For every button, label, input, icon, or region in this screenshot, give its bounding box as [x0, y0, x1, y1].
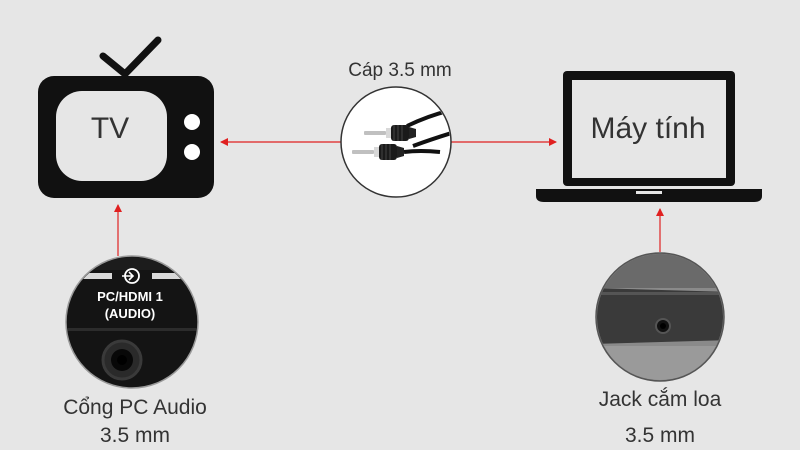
arrows: [114, 138, 664, 256]
laptop-jack-photo: [595, 252, 725, 382]
laptop-jack-label-line1: Jack cắm loa: [598, 388, 722, 411]
cable-label: Cáp 3.5 mm: [348, 60, 452, 81]
lower-plug: [352, 144, 441, 160]
tv-port-label-line2: 3.5 mm: [99, 424, 170, 447]
port-panel-text-line1: PC/HDMI 1: [97, 289, 163, 304]
tv-icon: [38, 36, 214, 198]
cable-photo: [340, 86, 452, 198]
tv-port-label-line1: Cổng PC Audio: [63, 396, 207, 419]
laptop-icon: [536, 71, 762, 202]
upper-plug: [364, 125, 416, 141]
tv-audio-port-photo: [65, 255, 199, 389]
laptop-jack-label-line2: 3.5 mm: [624, 424, 695, 447]
computer-label: Máy tính: [590, 112, 706, 145]
tv-label: TV: [90, 112, 130, 145]
port-panel-text-line2: (AUDIO): [104, 306, 156, 321]
